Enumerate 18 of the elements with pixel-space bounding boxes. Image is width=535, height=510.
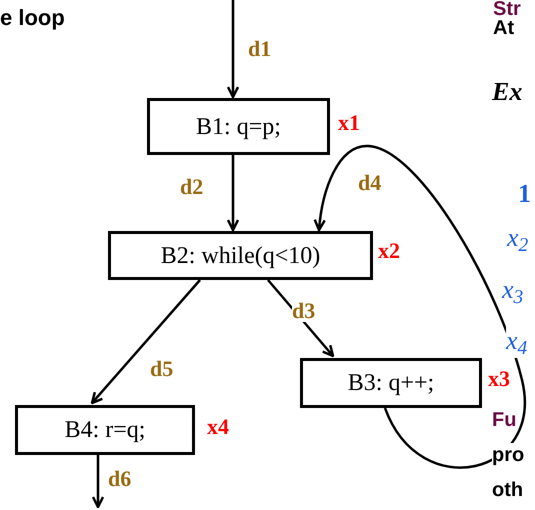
node-annotation: x3 <box>488 368 510 390</box>
edge-label: d3 <box>292 300 316 322</box>
title: e loop <box>0 4 65 32</box>
arrow <box>226 155 240 232</box>
node-annotation: x2 <box>378 240 400 262</box>
process-box: B2: while(q<10) <box>108 231 373 280</box>
arrow <box>267 279 334 358</box>
text-fragment: pro <box>492 443 524 468</box>
node-annotation: x1 <box>338 112 360 134</box>
process-box: B4: r=q; <box>15 405 195 455</box>
process-box: B3: q++; <box>300 358 482 408</box>
process-box: B1: q=p; <box>147 98 330 155</box>
node-annotation: x4 <box>207 416 229 438</box>
arrow <box>314 144 526 469</box>
arrow <box>226 0 240 98</box>
arrow <box>90 279 201 404</box>
arrow <box>92 455 104 508</box>
text-fragment: x$_{4}$ <box>506 325 528 358</box>
